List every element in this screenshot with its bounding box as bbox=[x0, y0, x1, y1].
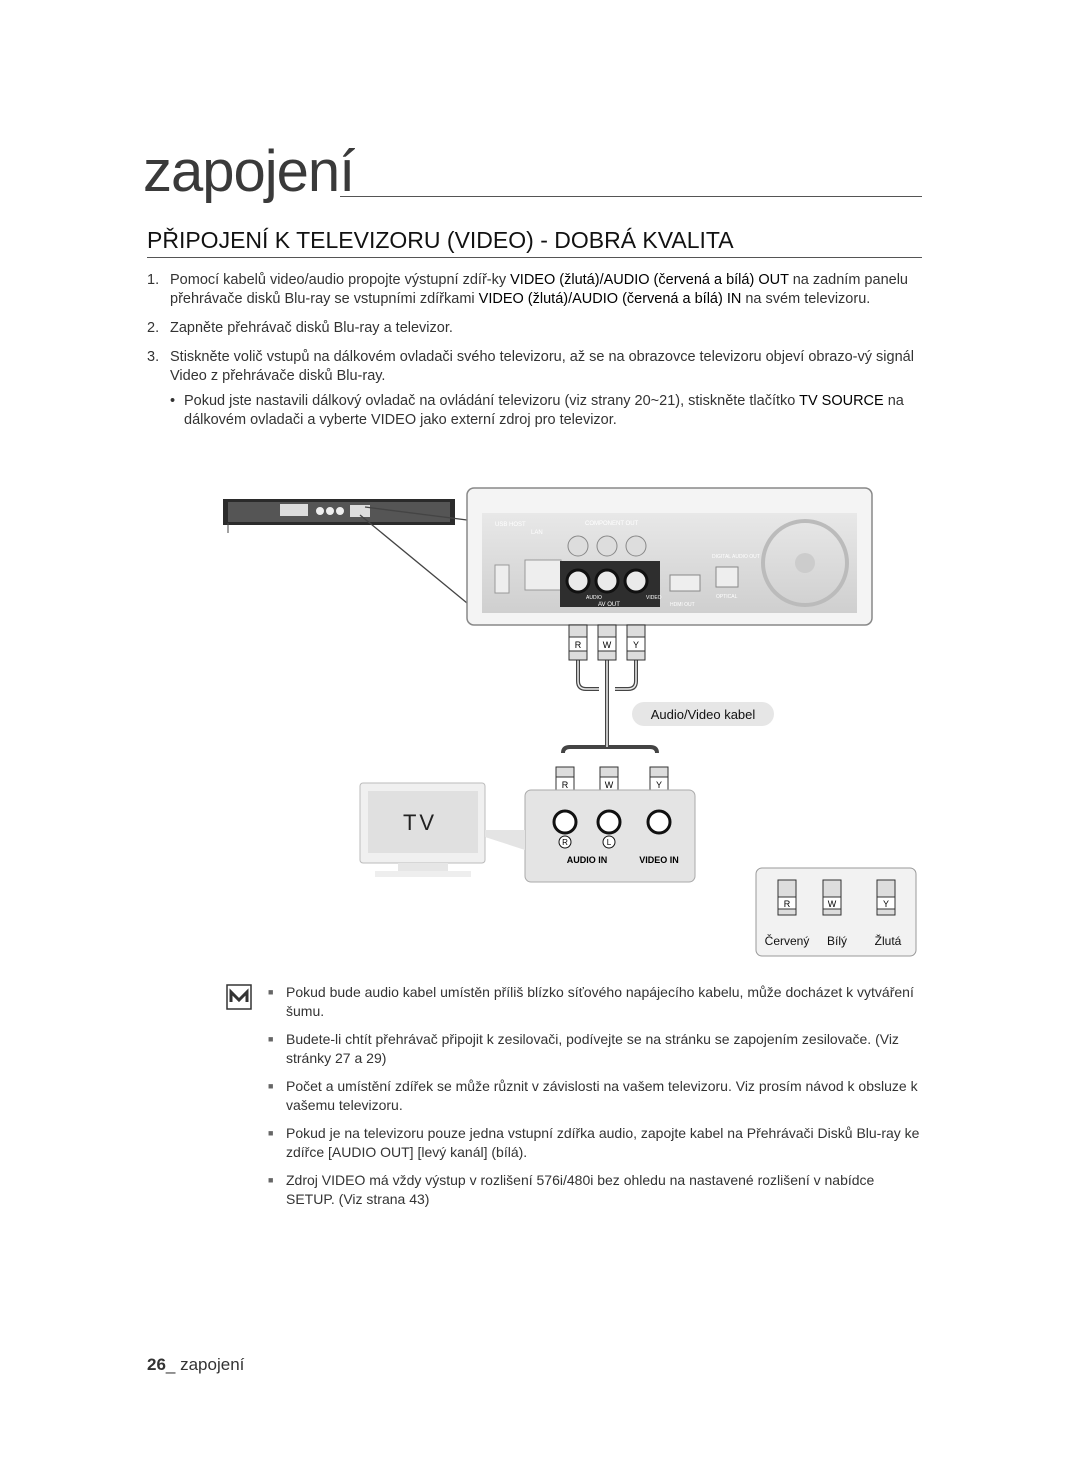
bullet-dot: • bbox=[170, 393, 176, 409]
note-item: ■ Počet a umístění zdířek se může různit… bbox=[268, 1077, 923, 1115]
bullet-highlight: TV SOURCE bbox=[799, 393, 884, 409]
note-bullet-icon: ■ bbox=[268, 987, 274, 997]
bullet-text-part: na dálkovém ovladači a vyberte VIDEO jak… bbox=[184, 393, 904, 428]
step-number: 1. bbox=[147, 272, 160, 288]
chapter-rule bbox=[340, 196, 922, 197]
footer-text: _ zapojení bbox=[165, 1355, 245, 1374]
step-number: 3. bbox=[147, 349, 160, 365]
tv-illustration: TV bbox=[359, 782, 525, 877]
video-in-label: VIDEO IN bbox=[639, 855, 679, 865]
av-out-label: AV OUT bbox=[598, 602, 620, 608]
notes-list: ■ Pokud bude audio kabel umístěn příliš … bbox=[268, 983, 923, 1218]
chapter-title: zapojení bbox=[143, 139, 355, 204]
step-text-part: Pomocí kabelů video/audio propojte výstu… bbox=[170, 272, 511, 288]
tv-jack-r: R bbox=[562, 838, 568, 847]
plug-r-label: R bbox=[562, 780, 569, 790]
legend-r: R bbox=[784, 899, 791, 909]
optical-label: OPTICAL bbox=[716, 594, 738, 600]
note-bullet-icon: ■ bbox=[268, 1175, 274, 1185]
lan-label: LAN bbox=[531, 530, 543, 536]
plug-w-label: W bbox=[605, 780, 614, 790]
instruction-steps: 1. Pomocí kabelů video/audio propojte vý… bbox=[147, 271, 922, 430]
page-number: 26 bbox=[147, 1355, 166, 1374]
component-out-label: COMPONENT OUT bbox=[585, 521, 639, 527]
zoom-line bbox=[359, 514, 468, 604]
step-text: Stiskněte volič vstupů na dálkovém ovlad… bbox=[170, 349, 914, 384]
legend-red-label: Červený bbox=[765, 933, 810, 948]
legend-yellow-label: Žlutá bbox=[875, 933, 902, 948]
plug-y-label: Y bbox=[656, 780, 662, 790]
cable-label-badge: Audio/Video kabel bbox=[632, 702, 774, 726]
bullet-text-part: Pokud jste nastavili dálkový ovladač na … bbox=[184, 393, 800, 409]
step-1: 1. Pomocí kabelů video/audio propojte vý… bbox=[147, 271, 922, 309]
legend-y: Y bbox=[883, 899, 889, 909]
step-2: 2. Zapněte přehrávač disků Blu-ray a tel… bbox=[147, 319, 922, 338]
digital-audio-label: DIGITAL AUDIO OUT bbox=[712, 554, 760, 560]
hdmi-out-label: HDMI OUT bbox=[670, 602, 695, 608]
step-highlight: VIDEO (žlutá)/AUDIO (červená a bílá) IN bbox=[478, 291, 742, 307]
bluray-player-illustration bbox=[223, 499, 455, 533]
section-rule bbox=[147, 257, 922, 258]
plug-r-label: R bbox=[575, 640, 582, 650]
bullet-text: Pokud jste nastavili dálkový ovladač na … bbox=[184, 392, 922, 430]
audio-in-label: AUDIO IN bbox=[567, 855, 608, 865]
legend-w: W bbox=[828, 899, 837, 909]
tv-jack-l: L bbox=[607, 838, 612, 847]
cable-core bbox=[577, 660, 637, 747]
note-text: Budete-li chtít přehrávač připojit k zes… bbox=[286, 1031, 899, 1066]
legend-white-label: Bílý bbox=[827, 934, 847, 948]
note-item: ■ Pokud bude audio kabel umístěn příliš … bbox=[268, 983, 923, 1021]
note-bullet-icon: ■ bbox=[268, 1081, 274, 1091]
note-bullet-icon: ■ bbox=[268, 1128, 274, 1138]
step-number: 2. bbox=[147, 320, 160, 336]
audio-label: AUDIO bbox=[586, 595, 602, 601]
note-item: ■ Pokud je na televizoru pouze jedna vst… bbox=[268, 1124, 923, 1162]
step-highlight: VIDEO (žlutá)/AUDIO (červená a bílá) OUT bbox=[510, 272, 789, 288]
video-label: VIDEO bbox=[646, 595, 662, 601]
step-text-part: na zadním panelu přehrávače disků Blu-ra… bbox=[170, 272, 908, 307]
section-title: PŘIPOJENÍ K TELEVIZORU (VIDEO) - DOBRÁ K… bbox=[147, 227, 734, 253]
connection-diagram: USB HOST LAN COMPONENT OUT AUDIO VIDEO A… bbox=[223, 487, 917, 957]
plug-w-label: W bbox=[603, 640, 612, 650]
note-item: ■ Zdroj VIDEO má vždy výstup v rozlišení… bbox=[268, 1171, 923, 1209]
note-text: Pokud bude audio kabel umístěn příliš bl… bbox=[286, 984, 914, 1019]
note-icon bbox=[226, 984, 252, 1010]
page-footer: 26_ zapojení bbox=[147, 1355, 244, 1375]
tv-input-panel: R L AUDIO IN VIDEO IN bbox=[524, 789, 696, 883]
note-text: Zdroj VIDEO má vždy výstup v rozlišení 5… bbox=[286, 1172, 875, 1207]
step-3: 3. Stiskněte volič vstupů na dálkovém ov… bbox=[147, 348, 922, 386]
note-text: Pokud je na televizoru pouze jedna vstup… bbox=[286, 1125, 920, 1160]
step-bullet: • Pokud jste nastavili dálkový ovladač n… bbox=[170, 392, 922, 430]
zoom-line bbox=[364, 506, 468, 521]
player-plugs: R W Y bbox=[568, 624, 646, 661]
usb-label: USB HOST bbox=[495, 522, 526, 528]
rear-panel-zoom: USB HOST LAN COMPONENT OUT AUDIO VIDEO A… bbox=[466, 487, 873, 626]
step-text: Zapněte přehrávač disků Blu-ray a televi… bbox=[170, 320, 453, 336]
cable-label: Audio/Video kabel bbox=[651, 707, 756, 722]
note-bullet-icon: ■ bbox=[268, 1034, 274, 1044]
plug-y-label: Y bbox=[633, 640, 639, 650]
tv-label: TV bbox=[403, 810, 437, 835]
step-text: Pomocí kabelů video/audio propojte výstu… bbox=[170, 271, 922, 309]
note-text: Počet a umístění zdířek se může různit v… bbox=[286, 1078, 918, 1113]
plug-color-legend: R W Y Červený Bílý Žlutá bbox=[755, 867, 917, 957]
step-text-part: na svém televizoru. bbox=[741, 291, 871, 307]
note-item: ■ Budete-li chtít přehrávač připojit k z… bbox=[268, 1030, 923, 1068]
